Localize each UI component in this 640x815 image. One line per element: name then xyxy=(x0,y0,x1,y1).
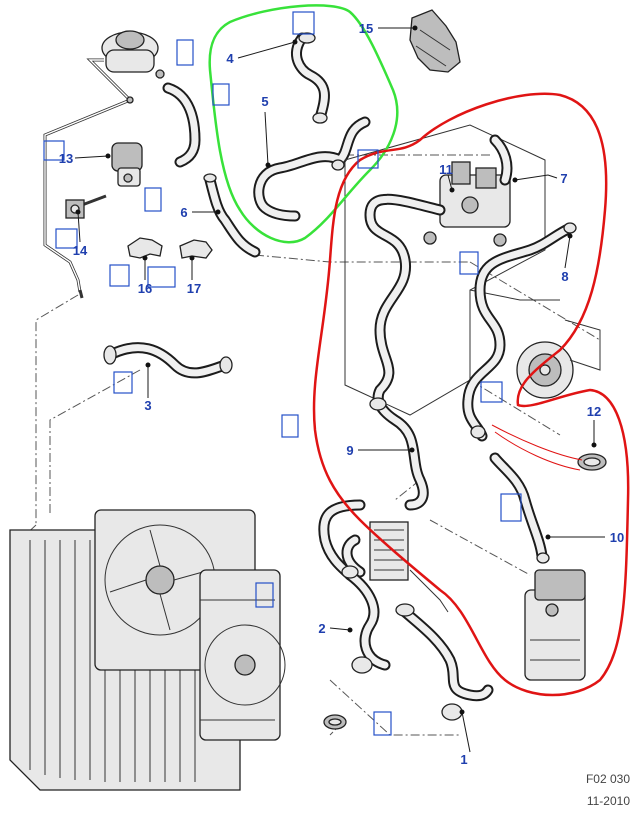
hose-5 xyxy=(253,116,371,222)
callout-17: 17 xyxy=(187,281,201,296)
water-pump xyxy=(516,319,601,399)
leader-lines xyxy=(74,25,605,753)
hose-clamp-bottom xyxy=(323,714,347,730)
expansion-tank xyxy=(43,30,165,299)
figure-date: 11-2010 xyxy=(587,794,630,808)
clamp-15 xyxy=(409,9,461,73)
tank-outlet-hose xyxy=(162,82,201,168)
red-connector-lines xyxy=(491,424,583,471)
callout-15: 15 xyxy=(359,21,373,36)
hose-3 xyxy=(103,342,233,379)
figure-code: F02 030 xyxy=(586,772,630,786)
clip-17 xyxy=(179,239,213,259)
callout-12: 12 xyxy=(587,404,601,419)
callout-10: 10 xyxy=(610,530,624,545)
callout-5: 5 xyxy=(261,94,268,109)
callout-labels: 1 2 3 4 5 6 7 8 9 10 11 12 13 14 15 16 1… xyxy=(59,21,624,767)
callout-4: 4 xyxy=(226,51,234,66)
callout-14: 14 xyxy=(73,243,88,258)
red-highlight-outline xyxy=(312,92,630,697)
hose-2 xyxy=(341,565,391,674)
callout-3: 3 xyxy=(144,398,151,413)
valve-block-11 xyxy=(423,134,513,247)
clamp-12 xyxy=(577,453,607,471)
hose-6 xyxy=(203,173,261,258)
callout-11: 11 xyxy=(439,162,453,177)
green-highlight-outline xyxy=(208,4,399,244)
bracket-13 xyxy=(111,142,143,187)
bolt-14 xyxy=(65,194,107,219)
callout-1: 1 xyxy=(460,752,467,767)
hose-4 xyxy=(291,32,330,124)
callout-7: 7 xyxy=(560,171,567,186)
hose-8 xyxy=(462,222,577,442)
hose-1 xyxy=(395,603,494,721)
callout-6: 6 xyxy=(180,205,187,220)
oil-cooler xyxy=(369,521,449,613)
callout-9: 9 xyxy=(346,443,353,458)
marker-boxes xyxy=(43,11,522,736)
thermostat-housing xyxy=(524,569,586,681)
callout-13: 13 xyxy=(59,151,73,166)
callout-16: 16 xyxy=(138,281,152,296)
callout-2: 2 xyxy=(318,621,325,636)
hose-10 xyxy=(489,452,550,564)
clip-16 xyxy=(127,237,163,259)
radiator xyxy=(9,509,286,791)
callout-8: 8 xyxy=(561,269,568,284)
hose-9 xyxy=(364,193,446,511)
